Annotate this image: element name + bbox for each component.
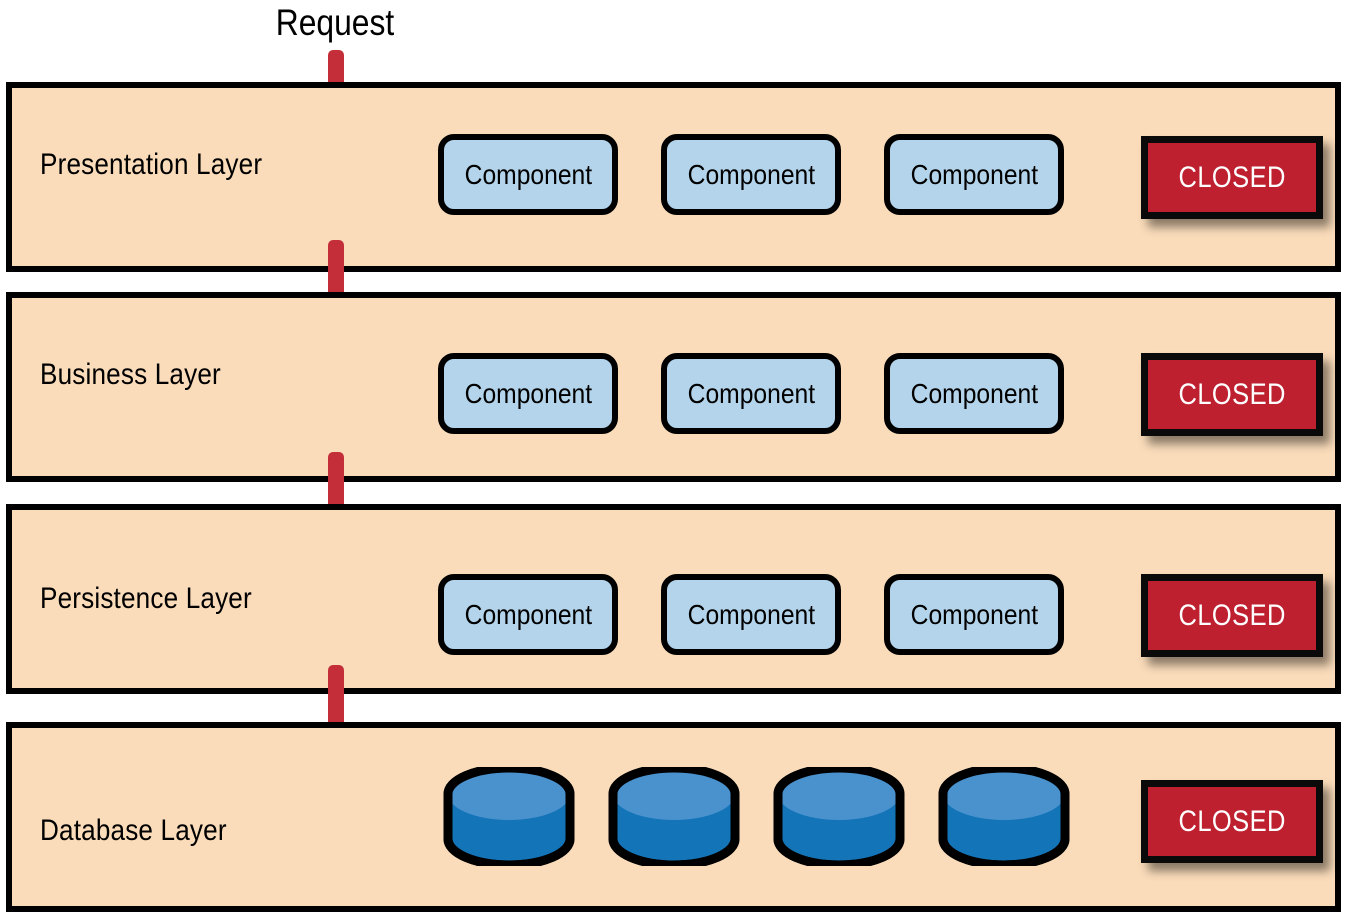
layer-business: Business Layer Component Component Compo… bbox=[6, 292, 1341, 482]
component-label: Component bbox=[687, 598, 815, 630]
closed-badge-business: CLOSED bbox=[1141, 353, 1323, 436]
closed-badge-label: CLOSED bbox=[1178, 160, 1286, 194]
layer-presentation-label: Presentation Layer bbox=[40, 148, 263, 181]
closed-badge-persistence: CLOSED bbox=[1141, 574, 1323, 657]
component-persistence-1[interactable]: Component bbox=[438, 574, 618, 655]
component-label: Component bbox=[464, 377, 592, 409]
component-presentation-1[interactable]: Component bbox=[438, 134, 618, 215]
database-cylinder-2[interactable] bbox=[606, 767, 742, 866]
closed-badge-label: CLOSED bbox=[1178, 377, 1286, 411]
layer-business-label: Business Layer bbox=[40, 358, 221, 391]
component-label: Component bbox=[464, 158, 592, 190]
component-label: Component bbox=[910, 598, 1038, 630]
component-persistence-2[interactable]: Component bbox=[661, 574, 841, 655]
component-label: Component bbox=[464, 598, 592, 630]
layer-persistence: Persistence Layer Component Component Co… bbox=[6, 504, 1341, 694]
closed-badge-label: CLOSED bbox=[1178, 804, 1286, 838]
component-presentation-2[interactable]: Component bbox=[661, 134, 841, 215]
layer-database-label: Database Layer bbox=[40, 814, 227, 847]
closed-badge-label: CLOSED bbox=[1178, 598, 1286, 632]
database-cylinder-4[interactable] bbox=[936, 767, 1072, 866]
closed-badge-database: CLOSED bbox=[1141, 780, 1323, 863]
layer-database: Database Layer bbox=[6, 722, 1341, 912]
database-cylinder-1[interactable] bbox=[441, 767, 577, 866]
component-presentation-3[interactable]: Component bbox=[884, 134, 1064, 215]
component-business-1[interactable]: Component bbox=[438, 353, 618, 434]
component-business-2[interactable]: Component bbox=[661, 353, 841, 434]
component-label: Component bbox=[910, 158, 1038, 190]
layer-persistence-label: Persistence Layer bbox=[40, 582, 252, 615]
layer-presentation: Presentation Layer Component Component C… bbox=[6, 82, 1341, 272]
component-label: Component bbox=[910, 377, 1038, 409]
component-persistence-3[interactable]: Component bbox=[884, 574, 1064, 655]
request-label: Request bbox=[275, 2, 395, 43]
component-label: Component bbox=[687, 158, 815, 190]
component-label: Component bbox=[687, 377, 815, 409]
component-business-3[interactable]: Component bbox=[884, 353, 1064, 434]
database-cylinder-3[interactable] bbox=[771, 767, 907, 866]
closed-badge-presentation: CLOSED bbox=[1141, 136, 1323, 219]
